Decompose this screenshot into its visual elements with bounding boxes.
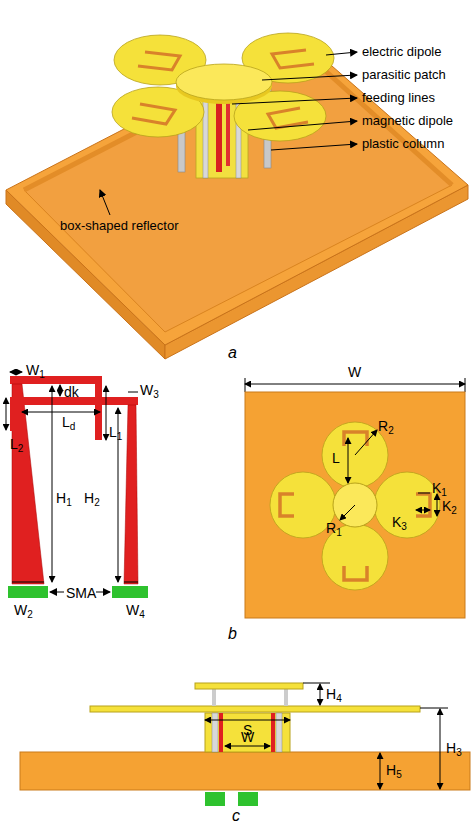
panel-letter: c bbox=[232, 808, 240, 824]
dimension-label: W1 bbox=[26, 362, 45, 378]
dimension-label: W4 bbox=[126, 602, 145, 618]
part-name: box-shaped reflector bbox=[60, 218, 179, 234]
dimension-label: H4 bbox=[326, 686, 342, 702]
antenna-3d bbox=[112, 33, 334, 178]
part-name: electric dipole bbox=[362, 44, 442, 60]
feeding-lines-drawing bbox=[8, 376, 148, 598]
dimension-label: K1 bbox=[432, 480, 447, 496]
side-view bbox=[20, 683, 470, 806]
part-name: plastic column bbox=[362, 136, 444, 152]
dimension-label: Ld bbox=[62, 414, 75, 430]
dimension-label: H2 bbox=[84, 490, 100, 506]
dimension-label: H5 bbox=[386, 762, 402, 778]
dimension-label: L2 bbox=[10, 436, 23, 452]
dimension-label: H1 bbox=[56, 490, 72, 506]
dimension-label: K3 bbox=[392, 514, 407, 530]
dimension-label: W2 bbox=[14, 602, 33, 618]
dimension-label: H3 bbox=[446, 740, 462, 756]
part-name: parasitic patch bbox=[362, 67, 446, 83]
part-name: feeding lines bbox=[362, 90, 435, 106]
dimension-label: K2 bbox=[442, 498, 457, 514]
dimension-label: W bbox=[241, 729, 254, 745]
panel-letter: b bbox=[228, 626, 237, 642]
dimension-lines bbox=[6, 372, 138, 592]
dimension-label: W3 bbox=[140, 382, 159, 398]
leader-lines bbox=[100, 52, 357, 215]
top-view bbox=[245, 378, 465, 618]
dimension-label: R1 bbox=[326, 520, 342, 536]
panel-letter: a bbox=[228, 345, 237, 361]
dimension-label: dk bbox=[64, 384, 79, 400]
box-shaped-reflector bbox=[6, 38, 468, 359]
dimension-label: L bbox=[332, 450, 340, 466]
part-name: magnetic dipole bbox=[362, 113, 453, 129]
dimension-label: L1 bbox=[109, 424, 122, 440]
dimension-label: W bbox=[348, 364, 361, 380]
connector-label: SMA bbox=[66, 585, 96, 601]
dimension-label: R2 bbox=[378, 418, 394, 434]
